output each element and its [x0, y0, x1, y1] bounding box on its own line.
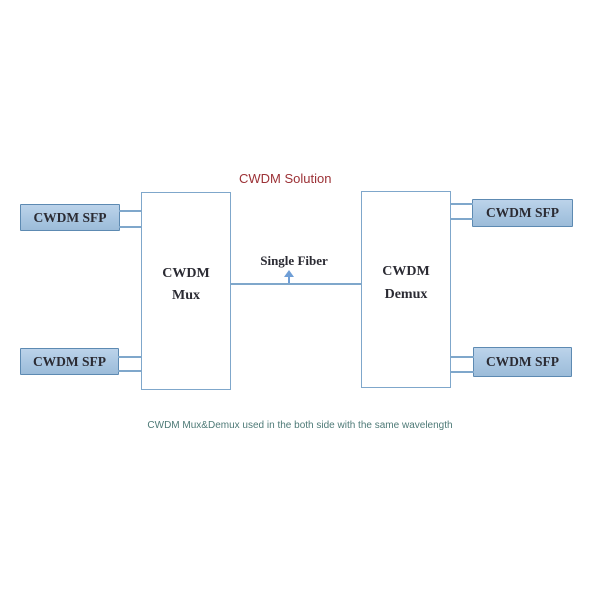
connector-line: [450, 356, 474, 358]
diagram-caption: CWDM Mux&Demux used in the both side wit…: [147, 420, 453, 431]
sfp-box-label: CWDM SFP: [32, 353, 107, 369]
connector-line: [119, 226, 142, 228]
connector-line: [450, 203, 473, 205]
connector-line: [450, 218, 473, 220]
sfp-box-right-top: CWDM SFP: [472, 199, 573, 227]
mux-label-line2: Mux: [172, 288, 200, 303]
demux-box: CWDM Demux: [361, 191, 451, 388]
connector-line: [118, 370, 142, 372]
sfp-box-right-bottom: CWDM SFP: [473, 347, 572, 377]
connector-line: [119, 210, 142, 212]
sfp-box-left-top: CWDM SFP: [20, 204, 120, 231]
sfp-box-label: CWDM SFP: [485, 354, 560, 369]
sfp-box-left-bottom: CWDM SFP: [20, 348, 119, 375]
up-arrow-stem: [288, 277, 290, 283]
sfp-box-label: CWDM SFP: [33, 209, 107, 225]
up-arrow-triangle: [284, 270, 294, 277]
connector-line: [450, 371, 474, 373]
diagram-title: CWDM Solution: [239, 171, 332, 186]
single-fiber-label: Single Fiber: [260, 253, 328, 268]
demux-label-line1: CWDM: [382, 264, 430, 280]
mux-box: CWDM Mux: [141, 192, 231, 390]
sfp-box-label: CWDM SFP: [485, 205, 560, 220]
up-arrow-icon: [284, 270, 294, 283]
connector-line: [118, 356, 142, 358]
mux-label-line1: CWDM: [162, 265, 210, 281]
demux-label-line2: Demux: [384, 286, 428, 302]
single-fiber-line: [230, 283, 362, 285]
